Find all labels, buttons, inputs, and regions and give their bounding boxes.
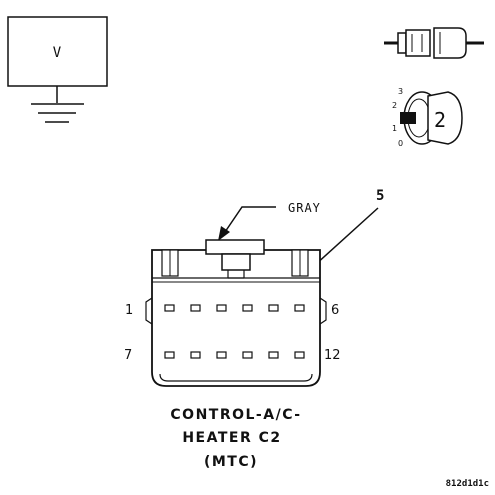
back-probe-icon — [384, 27, 484, 59]
callout-number: 5 — [376, 188, 384, 204]
pin-cavities — [164, 304, 305, 359]
pin-cavity-4 — [242, 304, 253, 312]
pin-cavity-7 — [164, 351, 175, 359]
pin-cavity-6 — [294, 304, 305, 312]
wire-color-callout: GRAY — [218, 201, 321, 241]
scale-mark: 1 — [392, 124, 397, 133]
probe-size-icon: 3 2 1 0 2 — [392, 87, 463, 148]
pin-cavity-9 — [216, 351, 227, 359]
pin-cavity-3 — [216, 304, 227, 312]
pin-label-6: 6 — [331, 303, 339, 318]
pin-label-7: 7 — [124, 348, 132, 363]
pin-cavity-10 — [242, 351, 253, 359]
connector-title-line-3: (MTC) — [204, 454, 258, 470]
pin-label-1: 1 — [125, 303, 133, 318]
pin-cavity-2 — [190, 304, 201, 312]
scale-mark: 0 — [398, 139, 403, 148]
scale-mark: 2 — [392, 101, 397, 110]
connector-title-line-2: HEATER C2 — [182, 430, 281, 446]
connector-title-line-1: CONTROL-A/C- — [170, 407, 301, 423]
connector-body — [145, 239, 327, 387]
pin-cavity-5 — [268, 304, 279, 312]
pin-cavity-8 — [190, 351, 201, 359]
probe-number: 2 — [434, 108, 446, 132]
scale-mark: 3 — [398, 87, 403, 96]
meter-unit-label: V — [53, 45, 62, 61]
voltmeter-symbol: V — [7, 16, 108, 123]
pin-cavity-11 — [268, 351, 279, 359]
ground-icon — [31, 103, 84, 123]
figure-code: 812d1d1c — [446, 479, 489, 489]
wire-color-label: GRAY — [288, 201, 321, 215]
pin-cavity-12 — [294, 351, 305, 359]
pin-cavity-1 — [164, 304, 175, 312]
pin-label-12: 12 — [324, 348, 341, 363]
